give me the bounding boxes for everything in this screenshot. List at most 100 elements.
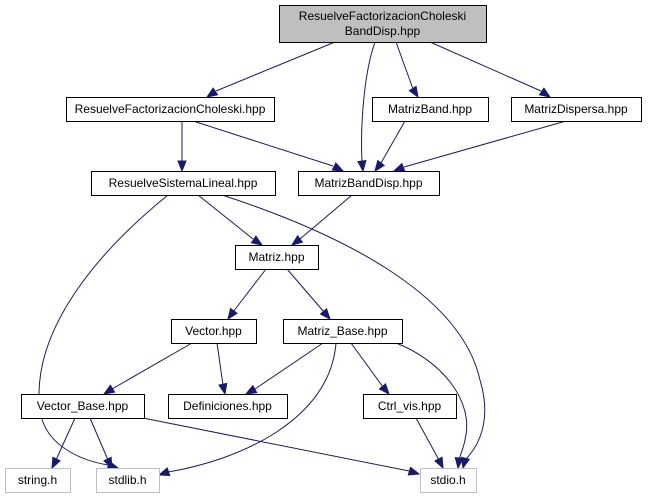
arrowhead-icon (102, 384, 116, 395)
edge-line (380, 120, 406, 164)
arrowhead-icon (392, 162, 406, 172)
node-label: Matriz.hpp (248, 250, 304, 264)
node-box (511, 97, 642, 122)
arrowhead-icon (454, 456, 465, 470)
node-box (420, 468, 477, 493)
node-box (66, 97, 275, 122)
edge-line (216, 342, 224, 386)
arrowhead-icon (51, 456, 61, 470)
edge-matriz-to-mbase (286, 268, 331, 321)
node-box (372, 97, 489, 122)
edge-line (299, 194, 353, 240)
arrowhead-icon (103, 456, 113, 470)
node-box (171, 319, 257, 344)
node-label: ResuelveFactorizacionCholeski.hpp (75, 102, 266, 116)
node-box (363, 394, 457, 419)
node-mband[interactable]: MatrizBand.hpp (372, 97, 489, 122)
edge-line (221, 194, 486, 461)
node-box (91, 171, 276, 196)
arrowhead-icon (227, 307, 238, 321)
edge-line (55, 417, 76, 461)
edge-line (38, 194, 169, 466)
node-mdisp[interactable]: MatrizDispersa.hpp (511, 97, 642, 122)
edge-line (403, 120, 567, 168)
node-mbase[interactable]: Matriz_Base.hpp (283, 319, 403, 344)
edge-line (286, 268, 325, 313)
edge-line (350, 342, 384, 388)
node-label: MatrizBandDisp.hpp (314, 176, 422, 190)
edges-layer (38, 41, 567, 477)
node-root[interactable]: ResuelveFactorizacionCholeskiBandDisp.hp… (279, 5, 487, 43)
arrowhead-icon (218, 382, 228, 396)
edge-rsl-to-stdlib (38, 194, 169, 470)
node-box (235, 245, 319, 270)
edge-line (89, 417, 109, 461)
edge-root-to-mband (395, 41, 419, 99)
arrowhead-icon (434, 456, 444, 470)
node-box (283, 319, 403, 344)
node-label: stdlib.h (108, 473, 146, 487)
arrowhead-icon (331, 162, 345, 172)
node-vbase[interactable]: Vector_Base.hpp (21, 394, 145, 419)
edge-mband-to-mbd (374, 120, 406, 173)
edge-vector-to-defs (216, 342, 228, 396)
edge-mbd-to-matriz (290, 194, 353, 246)
edge-root-to-mbd (357, 41, 376, 173)
node-ctrl[interactable]: Ctrl_vis.hpp (363, 394, 457, 419)
edge-vbase-to-stdio (142, 417, 421, 476)
node-label: BandDisp.hpp (345, 24, 421, 38)
node-label: ResuelveFactorizacionCholeski (299, 9, 466, 23)
node-label: Matriz_Base.hpp (297, 324, 387, 338)
edge-rfc-to-mbd (192, 120, 345, 172)
node-defs[interactable]: Definiciones.hpp (168, 394, 288, 419)
arrowhead-icon (378, 382, 390, 396)
node-label: Definiciones.hpp (183, 399, 272, 413)
node-box (96, 468, 160, 493)
edge-rsl-to-stdio (221, 194, 486, 470)
edge-vbase-to-string (51, 417, 76, 470)
edge-mbase-to-ctrl (350, 342, 390, 396)
arrowhead-icon (407, 466, 421, 476)
node-label: stdio.h (430, 473, 465, 487)
edge-line (395, 41, 414, 90)
node-matriz[interactable]: Matriz.hpp (235, 245, 319, 270)
node-box (5, 468, 71, 493)
node-string: string.h (5, 468, 71, 493)
node-rsl[interactable]: ResuelveSistemaLineal.hpp (91, 171, 276, 196)
node-vector[interactable]: Vector.hpp (171, 319, 257, 344)
arrowhead-icon (319, 307, 331, 321)
edge-mdisp-to-mbd (392, 120, 567, 172)
edge-mbase-to-stdio (395, 342, 468, 470)
node-label: string.h (18, 473, 57, 487)
edge-vbase-to-stdlib (89, 417, 113, 470)
edge-rsl-to-matriz (197, 194, 264, 246)
arrowhead-icon (205, 87, 219, 98)
arrowhead-icon (244, 384, 258, 395)
nodes-layer: ResuelveFactorizacionCholeskiBandDisp.hp… (5, 5, 642, 493)
node-box (279, 5, 487, 43)
node-label: ResuelveSistemaLineal.hpp (109, 176, 258, 190)
edge-line (429, 41, 542, 92)
node-label: MatrizDispersa.hpp (524, 102, 628, 116)
edge-mbase-to-stdlib (157, 342, 337, 477)
arrowhead-icon (460, 456, 471, 470)
edge-vector-to-vbase (102, 342, 193, 395)
arrowhead-icon (408, 85, 419, 99)
edge-line (415, 417, 440, 461)
node-mbd[interactable]: MatrizBandDisp.hpp (298, 171, 440, 196)
edge-line (167, 342, 337, 473)
edge-line (192, 120, 334, 167)
arrowhead-icon (357, 160, 367, 173)
node-label: Ctrl_vis.hpp (378, 399, 442, 413)
edge-line (215, 41, 336, 92)
edge-mbase-to-defs (244, 342, 324, 395)
node-box (168, 394, 288, 419)
node-rfc[interactable]: ResuelveFactorizacionCholeski.hpp (66, 97, 275, 122)
arrowhead-icon (290, 234, 304, 246)
node-label: Vector.hpp (185, 324, 242, 338)
edge-line (361, 41, 376, 163)
node-label: MatrizBand.hpp (388, 102, 472, 116)
arrowhead-icon (538, 87, 552, 98)
edge-matriz-to-vector (227, 268, 267, 321)
